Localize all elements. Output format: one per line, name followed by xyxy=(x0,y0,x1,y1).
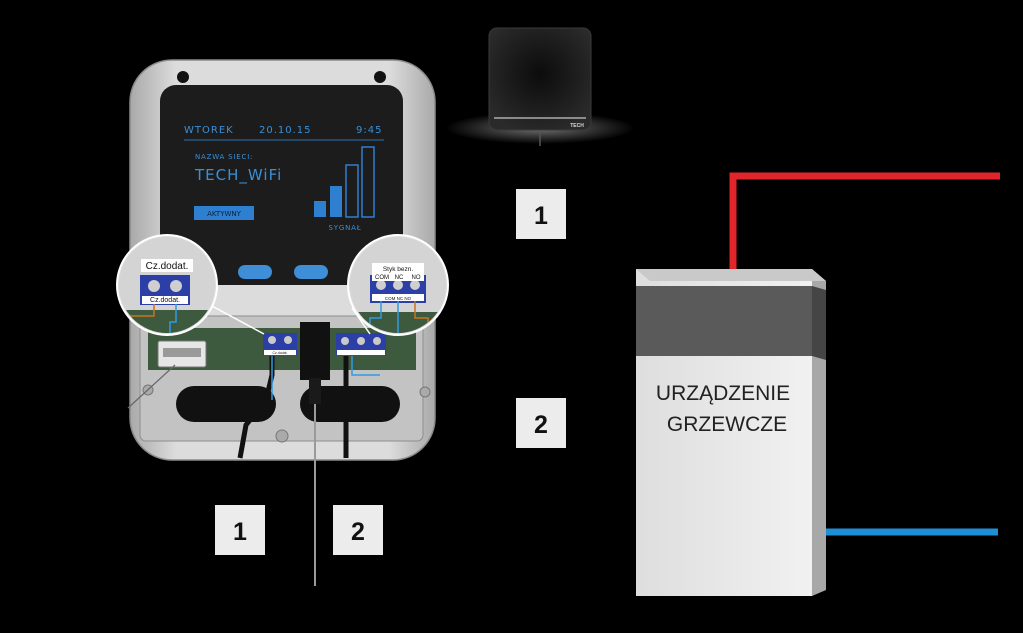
zoom-right-terminal-nc: NC xyxy=(395,275,404,281)
svg-text:2: 2 xyxy=(534,411,548,439)
status-active-button xyxy=(194,206,254,220)
red-supply-pipe xyxy=(729,172,1000,270)
zoom-right-label: Styk bezn. xyxy=(383,266,414,273)
screen-day: WTOREK xyxy=(184,125,234,136)
lcd-screen xyxy=(160,85,403,285)
screen-time: 9:45 xyxy=(356,125,382,136)
screen-network-label: NAZWA SIECI: xyxy=(195,153,253,161)
zoom-left-label: Cz.dodat. xyxy=(146,261,189,272)
signal-strength-bars xyxy=(314,146,375,218)
relay-contact-terminal xyxy=(336,333,386,355)
heater-label-line2: GRZEWCZE xyxy=(667,413,787,436)
zoom-right-sublabel: COM NC NO xyxy=(385,296,412,301)
svg-text:1: 1 xyxy=(534,202,548,230)
controller-module: WTOREK 20.10.15 9:45 NAZWA SIECI: TECH_W… xyxy=(129,59,436,461)
svg-text:2: 2 xyxy=(351,518,365,546)
room-sensor: TECH xyxy=(445,27,635,146)
svg-text:1: 1 xyxy=(233,518,247,546)
screen-signal-label: SYGNAŁ xyxy=(329,224,362,232)
screen-date: 20.10.15 xyxy=(259,125,312,136)
screen-network-name: TECH_WiFi xyxy=(194,166,282,185)
zoom-relay-contact: Styk bezn. COM NC NO COM NC NO xyxy=(347,234,449,336)
zoom-additional-contact: Cz.dodat. Cz.dodat. xyxy=(116,234,218,336)
right-button xyxy=(294,265,328,279)
sensor-brand: TECH xyxy=(570,123,584,129)
wires xyxy=(127,356,380,586)
left-button xyxy=(238,265,272,279)
heater-panel xyxy=(636,286,812,356)
svg-text:AKTYWNY: AKTYWNY xyxy=(207,210,242,218)
number-box-1-bottom: 1 xyxy=(215,505,265,555)
number-box-2-right: 2 xyxy=(516,398,566,448)
svg-text:Cz.dodat.: Cz.dodat. xyxy=(273,351,288,355)
number-box-2-bottom: 2 xyxy=(333,505,383,555)
heater-label-line1: URZĄDZENIE xyxy=(656,382,790,405)
zoom-right-terminal-no: NO xyxy=(412,275,421,281)
additional-contact-terminal: Cz.dodat. xyxy=(263,333,297,355)
zoom-right-terminal-com: COM xyxy=(375,275,389,281)
number-box-1-right: 1 xyxy=(516,189,566,239)
heating-device: URZĄDZENIE GRZEWCZE xyxy=(636,269,826,596)
zoom-left-sublabel: Cz.dodat. xyxy=(150,297,180,304)
